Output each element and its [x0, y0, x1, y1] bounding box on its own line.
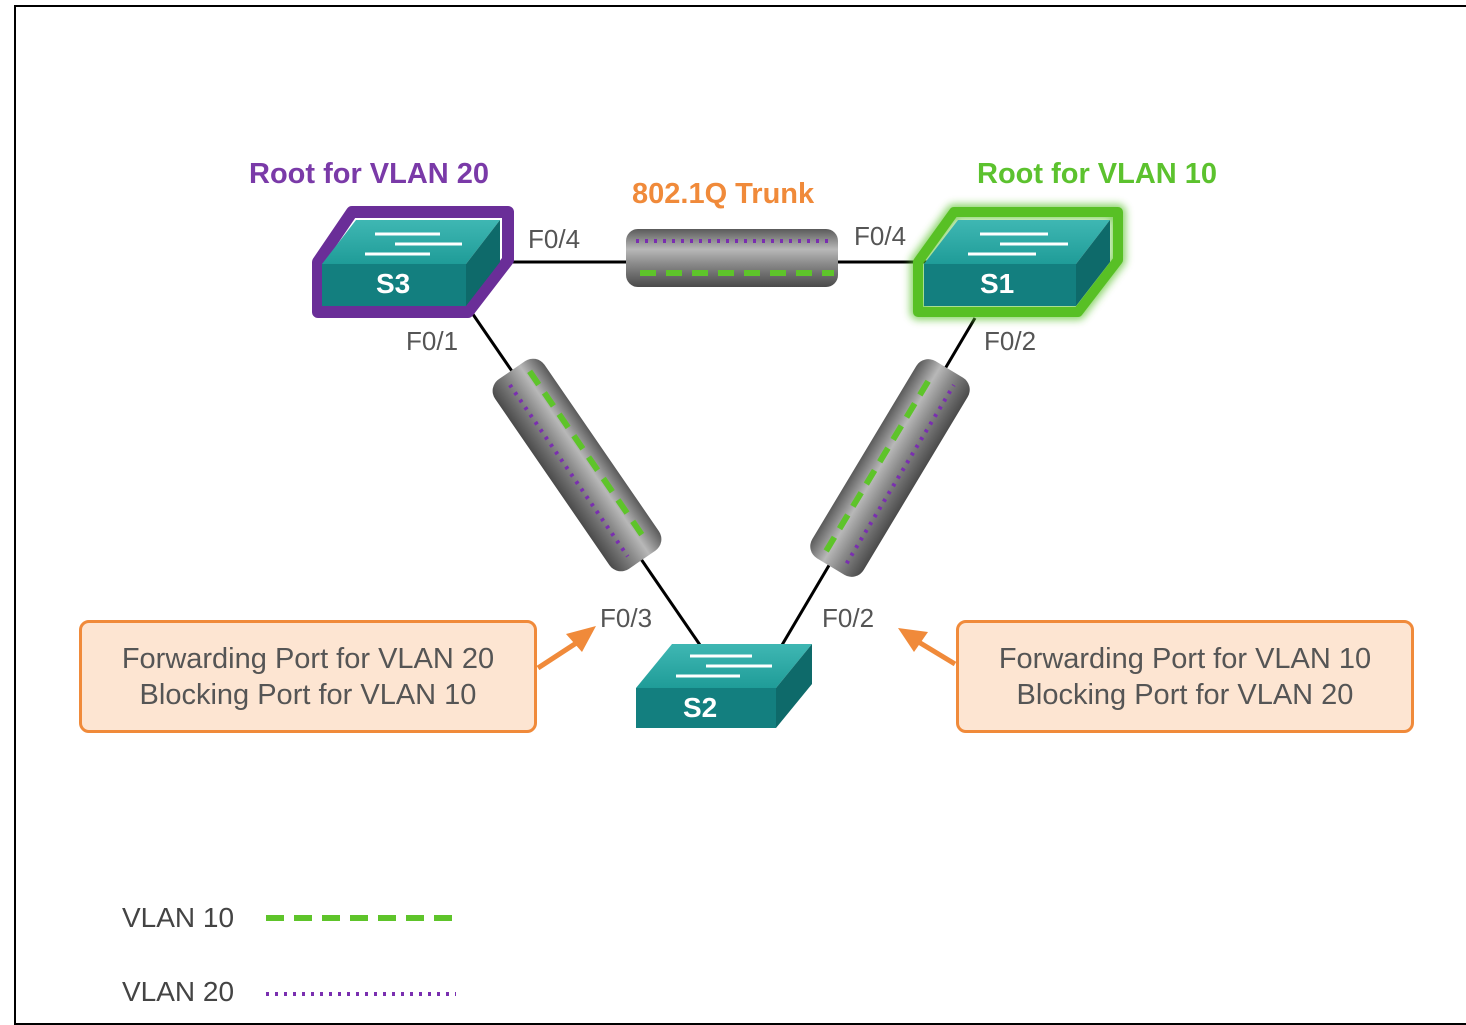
- switch-s3[interactable]: [312, 206, 514, 318]
- legend-vlan10-label: VLAN 10: [122, 902, 235, 933]
- port-s2-f02: F0/2: [822, 603, 875, 633]
- callout-right-line2: Blocking Port for VLAN 20: [1016, 679, 1354, 711]
- arrow-left-callout: [536, 626, 596, 671]
- callout-left: Forwarding Port for VLAN 20 Blocking Por…: [79, 620, 537, 733]
- port-s3-f01: F0/1: [406, 326, 459, 356]
- callout-right-line1: Forwarding Port for VLAN 10: [998, 643, 1372, 675]
- s3-root-label: Root for VLAN 20: [249, 158, 490, 190]
- s1-root-label: Root for VLAN 10: [977, 158, 1218, 190]
- port-s1-f02: F0/2: [984, 326, 1037, 356]
- trunk-tube-left: [492, 358, 662, 572]
- switch-s3-label: S3: [376, 268, 411, 299]
- port-s2-f03: F0/3: [600, 603, 653, 633]
- switch-s1[interactable]: [910, 204, 1126, 320]
- switch-s2[interactable]: [636, 644, 812, 728]
- switch-s2-label: S2: [683, 692, 718, 723]
- switch-s1-label: S1: [980, 268, 1015, 299]
- port-s1-f04: F0/4: [854, 221, 907, 251]
- callout-left-line1: Forwarding Port for VLAN 20: [121, 643, 495, 675]
- legend-vlan20-label: VLAN 20: [122, 976, 235, 1007]
- trunk-label: 802.1Q Trunk: [632, 178, 815, 210]
- trunk-tube-top: [626, 229, 838, 287]
- port-s3-f04: F0/4: [528, 224, 581, 254]
- callout-right: Forwarding Port for VLAN 10 Blocking Por…: [956, 620, 1414, 733]
- trunk-tube-right: [810, 359, 970, 577]
- arrow-right-callout: [898, 628, 957, 667]
- callout-left-line2: Blocking Port for VLAN 10: [139, 679, 477, 711]
